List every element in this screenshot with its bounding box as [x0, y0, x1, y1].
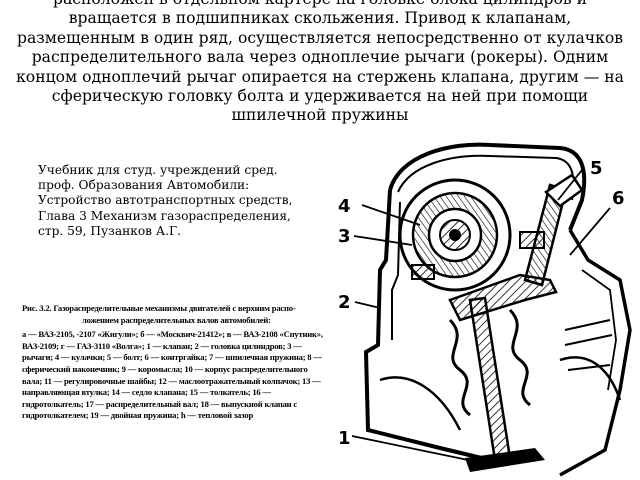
leader-line: [361, 204, 421, 226]
head-ribs: [564, 319, 613, 371]
textbook-citation: Учебник для студ. учреждений сред. проф.…: [38, 163, 293, 238]
valve-spring-right: [508, 308, 531, 407]
cam-cover-outline: [388, 142, 587, 231]
valve-head: [465, 448, 545, 472]
bearing-cap: [519, 231, 545, 249]
camshaft-center: [449, 229, 461, 241]
intro-line: сферическую головку болта и удерживается…: [51, 87, 589, 106]
intro-line: распределительного вала через одноплечие…: [31, 48, 609, 67]
leader-line: [353, 235, 413, 246]
callout-6: 6: [612, 188, 625, 209]
intro-line: размещенным в один ряд, осуществляется н…: [16, 28, 623, 47]
caption-title-line: Рис. 3.2. Газораспределительные механизм…: [22, 303, 296, 313]
figure-caption: Рис. 3.2. Газораспределительные механизм…: [22, 303, 328, 443]
caption-body: а — ВАЗ-2105, -2107 «Жигули»; б — «Москв…: [22, 329, 323, 421]
callout-3: 3: [338, 226, 351, 247]
lock-nut: [544, 173, 584, 208]
intro-line: концом одноплечий рычаг опирается на сте…: [16, 67, 624, 86]
valve-spring-left: [448, 318, 471, 417]
intro-paragraph: расположен в отдельном картере на головк…: [0, 0, 640, 130]
leader-line: [354, 301, 381, 309]
engine-drawing: 5 6 4 3 2 1: [338, 142, 632, 477]
caption-title-line: ложением распределительных валов автомоб…: [82, 314, 271, 325]
callout-2: 2: [338, 292, 351, 313]
intro-line: шпилечной пружины: [231, 106, 409, 125]
leader-line: [351, 435, 469, 461]
valve-stem-guide: [468, 296, 512, 462]
caption-title: Рис. 3.2. Газораспределительные механизм…: [22, 303, 328, 326]
intro-line: расположен в отдельном картере на головк…: [0, 0, 640, 9]
engine-cross-section-figure: 5 6 4 3 2 1: [320, 130, 640, 480]
leader-line: [569, 207, 611, 256]
intro-line: вращается в подшипниках скольжения. Прив…: [68, 9, 572, 28]
exhaust-port: [559, 356, 622, 401]
cylinder-head-wall: [363, 189, 491, 462]
intake-port: [379, 376, 462, 431]
callout-1: 1: [338, 428, 351, 449]
callout-4: 4: [338, 196, 351, 217]
cylinder-head-inner-wall: [391, 201, 401, 340]
bearing-cap: [411, 264, 435, 280]
cylinder-head-right-wall: [559, 229, 632, 477]
cylinder-head-right-inner: [581, 269, 617, 391]
callout-5: 5: [590, 158, 603, 179]
leader-line: [557, 169, 583, 201]
